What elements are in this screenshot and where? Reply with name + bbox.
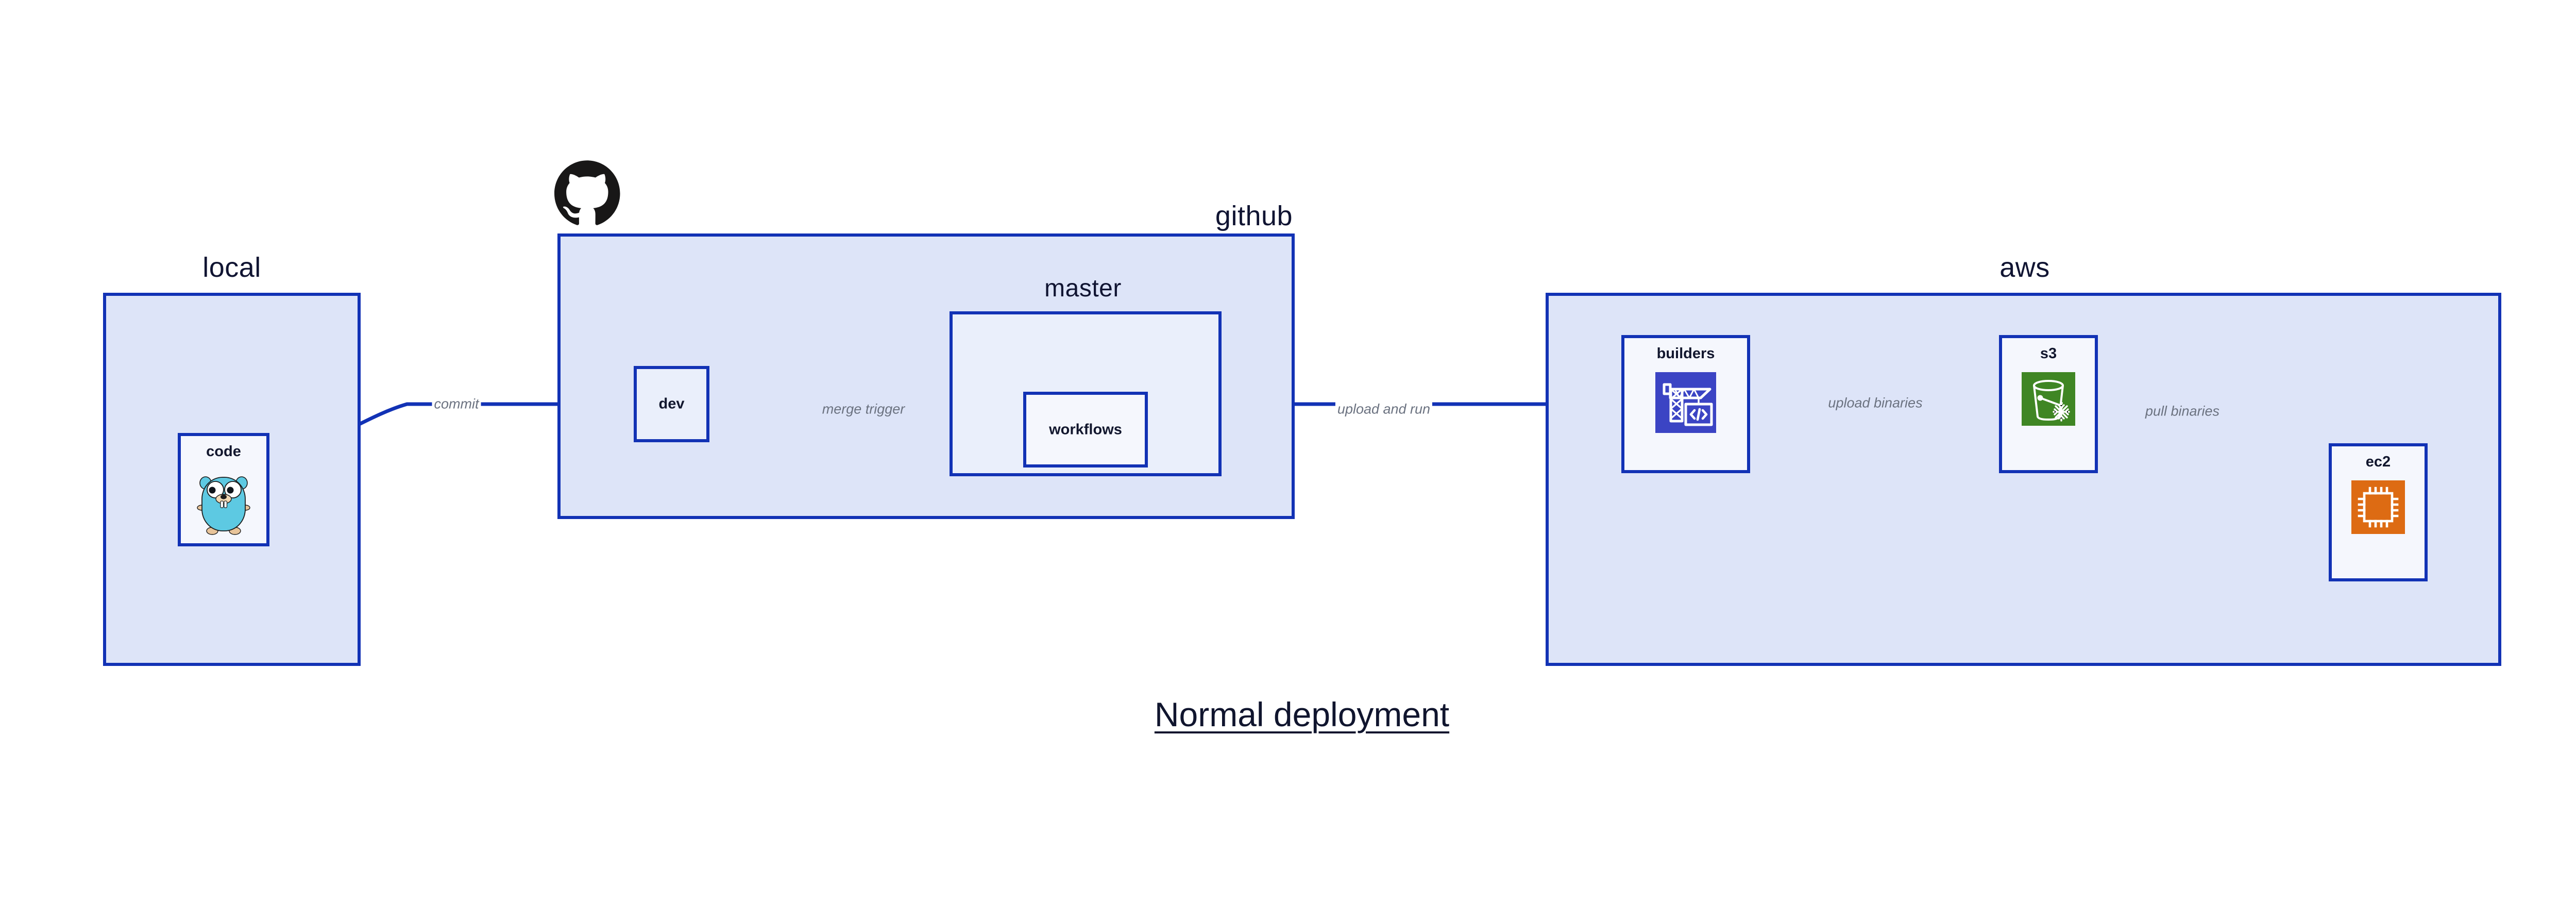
aws-ec2-chip-icon xyxy=(2351,480,2405,534)
node-workflows[interactable]: workflows xyxy=(1023,392,1148,467)
edge-label-pull-binaries: pull binaries xyxy=(2143,403,2222,420)
node-code[interactable]: code xyxy=(178,433,269,546)
edge-label-commit: commit xyxy=(432,396,481,412)
container-label-local: local xyxy=(202,252,261,283)
node-s3[interactable]: s3 xyxy=(1999,335,2098,473)
edge-label-upload-and-run: upload and run xyxy=(1335,401,1433,417)
node-label-code: code xyxy=(206,443,241,460)
node-label-workflows: workflows xyxy=(1049,421,1122,438)
node-label-ec2: ec2 xyxy=(2365,454,2391,470)
node-label-s3: s3 xyxy=(2040,345,2057,362)
aws-builders-crane-icon xyxy=(1655,372,1716,433)
subcontainer-label-master: master xyxy=(1044,275,1122,302)
node-label-dev: dev xyxy=(658,395,685,412)
github-logo-icon xyxy=(554,160,620,226)
container-label-aws: aws xyxy=(1999,252,2050,283)
node-builders[interactable]: builders xyxy=(1621,335,1750,473)
node-ec2[interactable]: ec2 xyxy=(2329,443,2428,581)
diagram-title: Normal deployment xyxy=(1154,695,1450,733)
edge-label-upload-binaries: upload binaries xyxy=(1826,395,1925,411)
node-label-builders: builders xyxy=(1656,345,1715,362)
go-gopher-icon xyxy=(195,467,252,535)
container-label-github: github xyxy=(1215,201,1293,231)
node-dev[interactable]: dev xyxy=(634,366,709,442)
edge-label-merge-trigger: merge trigger xyxy=(820,401,907,417)
aws-s3-bucket-icon xyxy=(2022,372,2075,426)
